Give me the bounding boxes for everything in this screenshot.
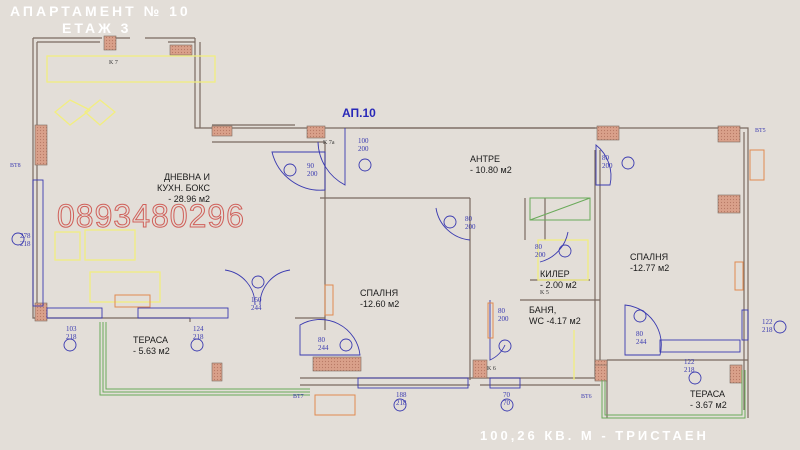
dim-height: 200 [358, 145, 369, 153]
room-area: - 2.00 м2 [540, 280, 577, 290]
marker-k5: K 5 [540, 290, 549, 296]
dim-height: 218 [396, 399, 407, 407]
apartment-label: АП.10 [342, 106, 376, 120]
room-name: АНТРЕ [470, 154, 501, 164]
room-name: БАНЯ, [529, 305, 557, 315]
room-living-kitchen: ДНЕВНА И КУХН. БОКС - 28.96 м2 [157, 172, 210, 205]
floor-title: ЕТАЖ 3 [62, 20, 132, 36]
room-hall: АНТРЕ - 10.80 м2 [470, 154, 512, 176]
room-name-line1: ДНЕВНА И [163, 172, 211, 182]
room-name: ТЕРАСА [133, 335, 169, 345]
room-name: КИЛЕР [540, 269, 570, 279]
room-name-line2: КУХН. БОКС [157, 183, 211, 193]
dim-height: 200 [535, 251, 546, 259]
area-summary: 100,26 КВ. М - ТРИСТАЕН [480, 428, 709, 443]
room-area: - 5.63 м2 [133, 346, 170, 356]
room-area: -12.60 м2 [360, 299, 400, 309]
marker-bt7: BT7 [293, 394, 304, 400]
room-name: СПАЛНЯ [360, 288, 399, 298]
room-storage: КИЛЕР - 2.00 м2 [540, 269, 577, 291]
dim-height: 200 [307, 170, 318, 178]
room-bedroom-1: СПАЛНЯ -12.60 м2 [360, 288, 399, 310]
phone-watermark: 0893480296 [57, 198, 245, 235]
dim-width: 100 [358, 137, 369, 145]
dim-width: 124 [193, 325, 204, 333]
dim-width: 90 [307, 162, 314, 170]
room-name: ТЕРАСА [690, 389, 726, 399]
room-terrace-1: ТЕРАСА - 5.63 м2 [133, 335, 170, 357]
room-area: - 28.96 м2 [168, 194, 211, 204]
dim-width: 70 [503, 391, 510, 399]
dim-width: 278 [20, 232, 31, 240]
marker-bt6: BT6 [581, 394, 592, 400]
dim-height: 244 [318, 344, 329, 352]
room-area: -12.77 м2 [630, 263, 670, 273]
marker-k7: K 7 [109, 60, 118, 66]
marker-k7a: K 7a [323, 140, 335, 146]
dim-width: 122 [762, 318, 773, 326]
dim-height: 200 [498, 315, 509, 323]
marker-bt5: BT5 [755, 128, 766, 134]
dim-width: 103 [66, 325, 77, 333]
room-area: - 10.80 м2 [470, 165, 512, 175]
dim-height: 200 [602, 162, 613, 170]
dim-width: 80 [318, 336, 325, 344]
dim-height: 218 [193, 333, 204, 341]
dim-width: 80 [636, 330, 643, 338]
dim-width: 80 [498, 307, 505, 315]
dim-height: 70 [503, 399, 510, 407]
dim-width: 80 [535, 243, 542, 251]
room-name: СПАЛНЯ [630, 252, 669, 262]
dim-width: 80 [465, 215, 472, 223]
room-bedroom-2: СПАЛНЯ -12.77 м2 [630, 252, 669, 274]
room-bathroom: БАНЯ, WC -4.17 м2 [529, 305, 581, 327]
dim-width: 80 [602, 154, 609, 162]
room-terrace-2: ТЕРАСА - 3.67 м2 [690, 389, 727, 411]
apartment-title: АПАРТАМЕНТ № 10 [10, 3, 191, 19]
dim-width: 188 [396, 391, 407, 399]
marker-bt8: BT8 [10, 163, 21, 169]
dim-height: 218 [684, 366, 695, 374]
dim-height: 200 [465, 223, 476, 231]
room-area: - 3.67 м2 [690, 400, 727, 410]
dim-width: 122 [684, 358, 695, 366]
dim-width: 150 [251, 296, 262, 304]
dim-height: 218 [20, 240, 31, 248]
dim-height: 218 [762, 326, 773, 334]
dim-height: 218 [66, 333, 77, 341]
marker-k6: K 6 [487, 366, 496, 372]
room-area: WC -4.17 м2 [529, 316, 581, 326]
dim-height: 244 [251, 304, 262, 312]
dim-height: 244 [636, 338, 647, 346]
